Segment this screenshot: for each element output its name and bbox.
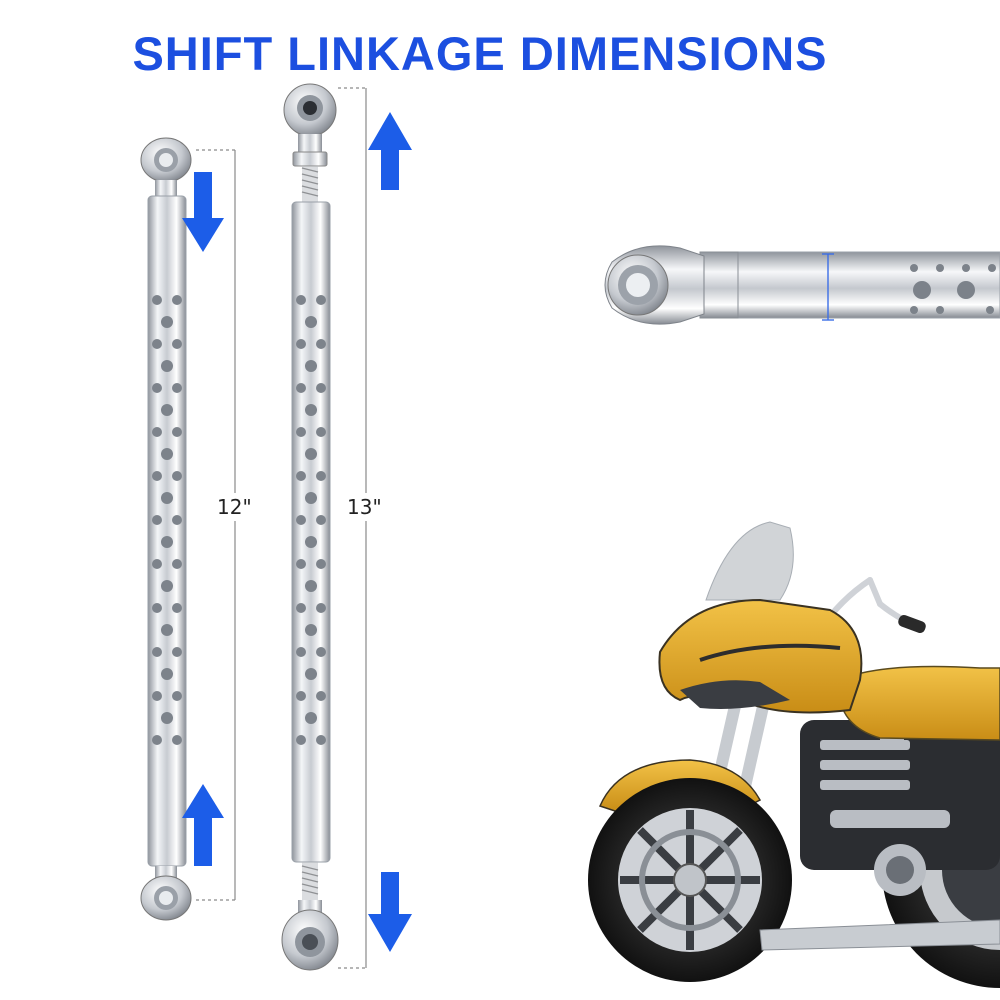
rod-end-bottom — [281, 862, 339, 971]
rod-end-top — [283, 83, 337, 202]
perforation-hole — [161, 580, 173, 592]
perforation-hole — [152, 295, 162, 305]
arrow-down-icon — [182, 172, 224, 252]
dimension-line-13 — [338, 87, 368, 969]
arrow-up-icon — [368, 112, 412, 190]
long-rod-length-label: 13" — [345, 493, 384, 521]
perforation-hole — [152, 383, 162, 393]
perforation-hole — [161, 536, 173, 548]
perforation-hole — [305, 624, 317, 636]
perforation-hole — [172, 471, 182, 481]
perforation-hole — [296, 339, 306, 349]
perforation-hole — [172, 691, 182, 701]
perforation-hole — [316, 515, 326, 525]
perforation-hole — [172, 427, 182, 437]
long-linkage-rod — [281, 83, 412, 971]
perforation-hole — [296, 427, 306, 437]
rod-end-top — [140, 137, 192, 196]
perforation-hole — [316, 295, 326, 305]
perforation-hole — [316, 647, 326, 657]
perforation-hole — [161, 668, 173, 680]
perforation-hole — [152, 691, 162, 701]
motorcycle-photo — [588, 521, 1000, 988]
perforation-hole — [172, 603, 182, 613]
perforation-hole — [305, 404, 317, 416]
perforation-hole — [152, 603, 162, 613]
perforation-hole — [172, 515, 182, 525]
perforation-hole — [296, 559, 306, 569]
perforation-hole — [161, 404, 173, 416]
perforation-hole — [161, 492, 173, 504]
perforation-hole — [172, 339, 182, 349]
perforation-hole — [152, 559, 162, 569]
perforation-hole — [296, 735, 306, 745]
perforation-hole — [152, 515, 162, 525]
perforation-hole — [316, 427, 326, 437]
page-title: SHIFT LINKAGE DIMENSIONS — [132, 27, 828, 80]
perforation-hole — [172, 383, 182, 393]
perforation-hole — [305, 580, 317, 592]
perforation-hole — [172, 647, 182, 657]
perforation-hole — [172, 295, 182, 305]
perforation-hole — [316, 559, 326, 569]
perforation-hole — [316, 339, 326, 349]
arrow-down-icon — [368, 872, 412, 952]
diameter-indicator — [822, 253, 834, 321]
perforation-hole — [161, 448, 173, 460]
perforation-pattern — [296, 295, 326, 745]
rod-end-bottom — [140, 866, 192, 921]
perforation-hole — [305, 360, 317, 372]
short-rod-length-label: 12" — [215, 493, 254, 521]
perforation-hole — [305, 668, 317, 680]
perforation-hole — [172, 559, 182, 569]
perforation-hole — [152, 735, 162, 745]
perforation-hole — [316, 735, 326, 745]
perforation-hole — [316, 471, 326, 481]
perforation-hole — [161, 712, 173, 724]
perforation-hole — [305, 712, 317, 724]
arrow-up-icon — [182, 784, 224, 866]
perforation-hole — [296, 383, 306, 393]
perforation-hole — [316, 691, 326, 701]
perforation-hole — [152, 339, 162, 349]
perforation-hole — [305, 316, 317, 328]
perforation-hole — [172, 735, 182, 745]
perforation-hole — [296, 515, 306, 525]
perforation-hole — [152, 471, 162, 481]
perforation-hole — [296, 603, 306, 613]
perforation-pattern — [152, 295, 182, 745]
short-linkage-rod — [140, 137, 237, 921]
perforation-hole — [296, 691, 306, 701]
perforation-hole — [296, 295, 306, 305]
dimension-line-12 — [196, 149, 237, 901]
perforation-hole — [305, 492, 317, 504]
perforation-hole — [305, 536, 317, 548]
perforation-hole — [316, 383, 326, 393]
perforation-hole — [305, 448, 317, 460]
perforation-hole — [316, 603, 326, 613]
rod-end-detail-closeup — [604, 245, 1000, 325]
perforation-hole — [296, 471, 306, 481]
perforation-hole — [152, 647, 162, 657]
perforation-hole — [161, 624, 173, 636]
perforation-hole — [296, 647, 306, 657]
perforation-hole — [152, 427, 162, 437]
perforation-hole — [161, 360, 173, 372]
perforation-hole — [161, 316, 173, 328]
